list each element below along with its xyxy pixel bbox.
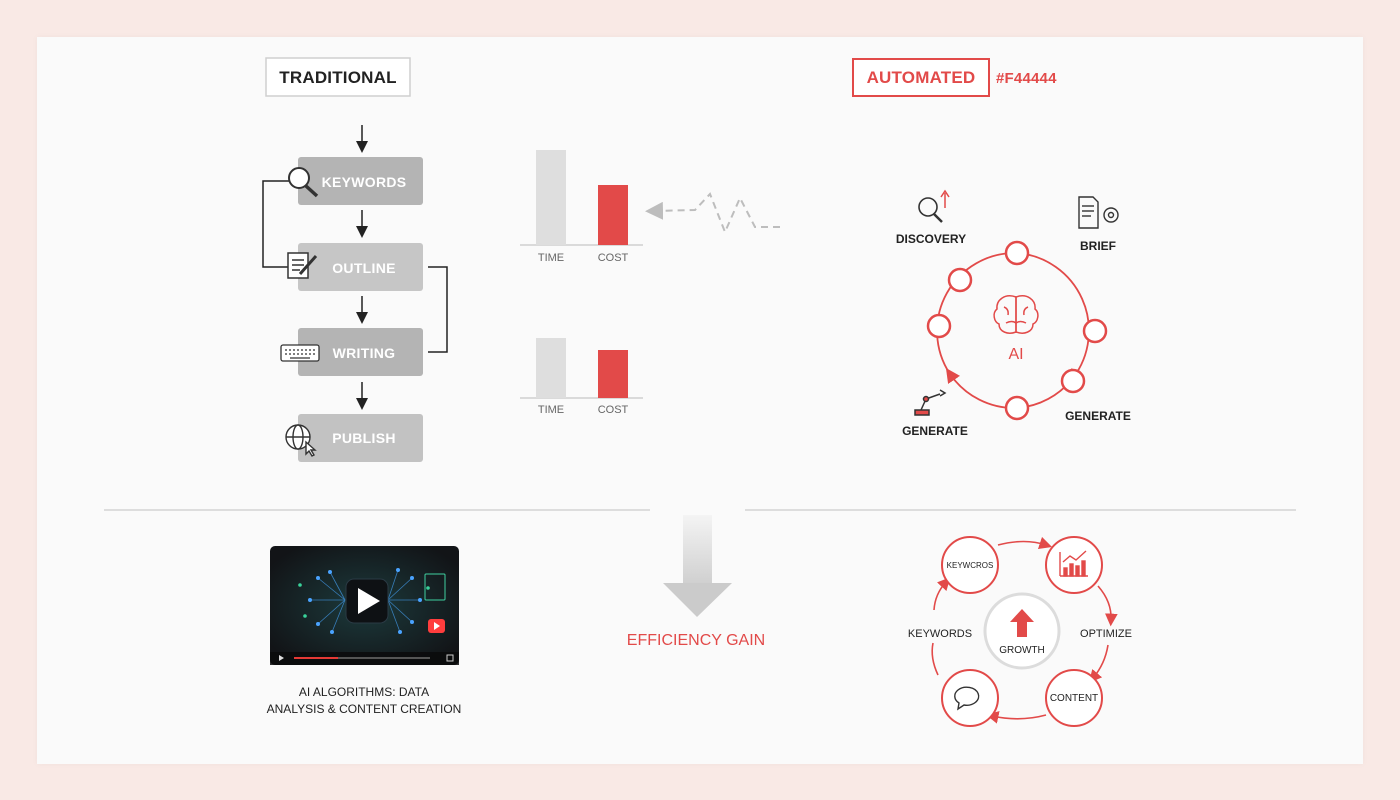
cycle-node-left (926, 313, 952, 339)
brain-icon (993, 295, 1039, 334)
play-icon[interactable] (358, 588, 380, 614)
globe-cursor-icon (285, 424, 317, 457)
bar-chart-2: TIME COST (520, 338, 643, 416)
step-keywords: KEYWORDS (298, 157, 423, 205)
bar-cost-1-label: COST (598, 252, 629, 264)
video-play-control-icon[interactable] (279, 655, 284, 661)
efficiency-gain-label: EFFICIENCY GAIN (627, 632, 765, 649)
cycle-node-bottom (1004, 395, 1030, 421)
bar-cost-2 (598, 350, 628, 398)
bar-chart-1: TIME COST (520, 150, 643, 264)
traditional-header: TRADITIONAL (265, 57, 411, 97)
growth-node-chart (1045, 536, 1103, 594)
document-gear-icon (1078, 196, 1119, 229)
growth-node-keywords (941, 536, 999, 594)
ai-cycle: AI (926, 240, 1108, 421)
automated-color-code: #F44444 (996, 70, 1057, 87)
cycle-node-bottom-right (1060, 368, 1086, 394)
document-icon (424, 573, 446, 601)
step-writing-label: WRITING (333, 345, 396, 361)
growth-node-chat (941, 669, 999, 727)
keyboard-icon (280, 344, 320, 362)
cycle-node-right (1082, 318, 1108, 344)
bar-time-2 (536, 338, 566, 398)
growth-node-content-label: CONTENT (1050, 693, 1098, 704)
automated-title: AUTOMATED (867, 68, 976, 87)
robot-arm-icon (914, 389, 947, 416)
video-player[interactable] (270, 546, 459, 665)
ai-label-generate-left: GENERATE (902, 424, 968, 438)
traditional-title: TRADITIONAL (279, 68, 396, 87)
cycle-node-top-left (947, 267, 973, 293)
document-pen-icon (287, 252, 318, 279)
diagram-card (37, 37, 1363, 764)
growth-label-keywords: KEYWORDS (908, 628, 972, 640)
line-chart-icon (1059, 550, 1088, 577)
growth-cycle: GROWTH KEYWCROS CONTENT KEYWORDS OPTIMIZ… (908, 536, 1132, 727)
bar-cost-1 (598, 185, 628, 245)
ai-label-generate-right: GENERATE (1065, 409, 1131, 423)
traditional-flow-arrows (262, 125, 448, 410)
automated-header: AUTOMATED #F44444 (852, 58, 1057, 97)
bar-time-2-label: TIME (538, 404, 564, 416)
growth-center-label: GROWTH (999, 645, 1045, 656)
bar-time-1-label: TIME (538, 252, 564, 264)
dashed-connector (645, 192, 780, 235)
search-up-icon (918, 189, 950, 223)
ai-label-discovery: DISCOVERY (896, 232, 966, 246)
video-caption-line2: ANALYSIS & CONTENT CREATION (267, 702, 462, 716)
ai-center-label: AI (1008, 346, 1023, 363)
magnifier-icon (288, 167, 319, 198)
step-outline: OUTLINE (298, 243, 423, 291)
growth-label-optimize: OPTIMIZE (1080, 628, 1132, 640)
step-publish-label: PUBLISH (332, 430, 396, 446)
bar-time-1 (536, 150, 566, 245)
video-caption-line1: AI ALGORITHMS: DATA (299, 685, 429, 699)
network-graphic (310, 569, 420, 633)
ai-label-brief: BRIEF (1080, 239, 1116, 253)
growth-node-content (1045, 669, 1103, 727)
growth-node-keywords-label: KEYWCROS (947, 561, 994, 570)
bar-cost-2-label: COST (598, 404, 629, 416)
efficiency-down-arrow (663, 515, 732, 617)
step-outline-label: OUTLINE (332, 260, 396, 276)
step-keywords-label: KEYWORDS (322, 174, 407, 190)
growth-up-arrow-icon (1010, 609, 1034, 637)
cycle-node-top (1004, 240, 1030, 266)
fullscreen-icon[interactable] (446, 654, 454, 662)
step-writing: WRITING (298, 328, 423, 376)
chat-bubble-icon (954, 686, 980, 711)
step-publish: PUBLISH (298, 414, 423, 462)
